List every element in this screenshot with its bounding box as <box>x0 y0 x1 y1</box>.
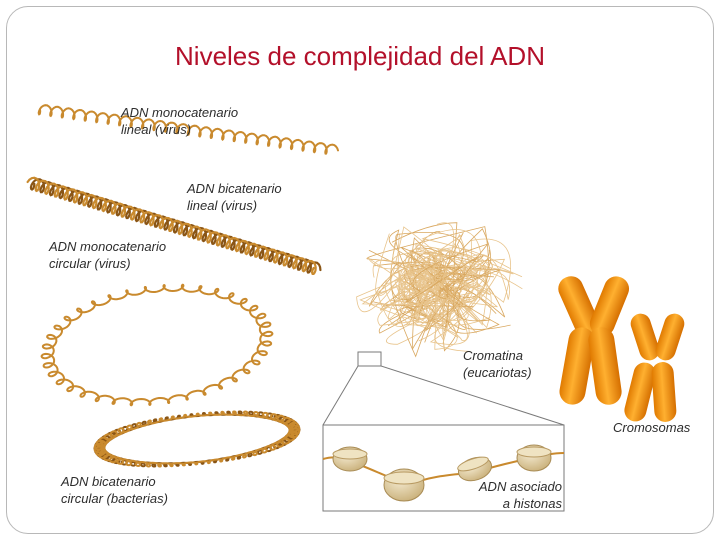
chromatin-fiber <box>359 254 510 324</box>
histone-4 <box>516 444 552 472</box>
chromatin-fiber <box>404 275 459 322</box>
chromatin-fiber <box>356 239 442 327</box>
chromatin-fiber <box>361 258 489 352</box>
chromatin-fiber <box>421 229 491 310</box>
histone-3 <box>457 456 493 482</box>
chromosome-left <box>558 276 630 405</box>
ring-strand-b <box>93 410 301 468</box>
chromatin-tangle <box>356 222 523 358</box>
single-strand-circular-dna <box>40 283 274 407</box>
chromatin-fiber <box>408 247 458 327</box>
strand-a <box>29 178 322 274</box>
chromatin-fiber <box>405 243 491 322</box>
chromatin-fiber <box>399 228 491 321</box>
label-chromosomes: Cromosomas <box>613 420 691 435</box>
slide: Niveles de complejidad del ADN <box>6 6 714 534</box>
single-strand-linear-dna <box>37 104 339 155</box>
chromatin-fiber <box>400 246 463 306</box>
histone-2 <box>383 468 425 502</box>
chromatin-fiber <box>388 229 464 301</box>
ring-strand-a <box>93 410 301 468</box>
dna-illustration <box>26 104 685 512</box>
double-strand-circular-dna <box>93 410 301 468</box>
histone-1 <box>332 446 368 472</box>
chromosome-right <box>624 313 685 422</box>
chromatin-fiber <box>404 290 468 341</box>
chromatin-fiber <box>375 233 440 308</box>
chromatin-fiber <box>400 249 478 297</box>
label-chromatin: Cromatina(eucariotas) <box>463 348 532 380</box>
strand <box>37 104 339 155</box>
strand-b <box>26 176 317 275</box>
page-title: Niveles de complejidad del ADN <box>175 41 545 71</box>
chromatin-fiber <box>403 256 498 309</box>
chromatin-fiber <box>422 247 511 296</box>
double-strand-linear-dna <box>26 176 322 275</box>
ring-strand <box>40 283 274 407</box>
chromatin-fiber <box>367 234 462 350</box>
